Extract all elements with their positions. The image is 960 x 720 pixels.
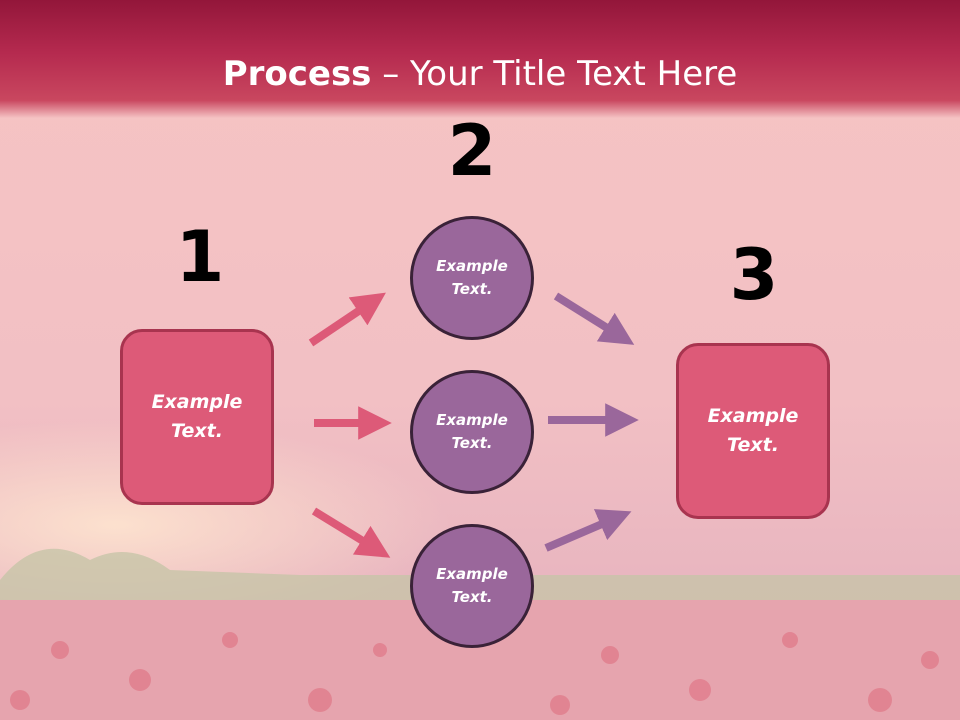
- circle-top-line-1: Example: [436, 257, 508, 275]
- step-1-number: 1: [175, 216, 225, 298]
- circle-middle-line-1: Example: [436, 411, 508, 429]
- step-3-box[interactable]: Example Text.: [676, 343, 830, 519]
- step-3-line-2: Text.: [727, 434, 779, 456]
- page-title: Process – Your Title Text Here: [0, 52, 960, 96]
- circle-bottom-line-2: Text.: [451, 588, 493, 606]
- title-band: [0, 0, 960, 118]
- step-3-number: 3: [729, 234, 779, 316]
- arrow-circle-bottom-to-3: [544, 509, 632, 552]
- circle-top-line-2: Text.: [451, 280, 493, 298]
- circle-middle-line-2: Text.: [451, 434, 493, 452]
- circle-bottom[interactable]: Example Text.: [410, 524, 534, 648]
- step-1-box[interactable]: Example Text.: [120, 329, 274, 505]
- step-2-number: 2: [447, 110, 497, 192]
- title-bold: Process: [222, 54, 372, 94]
- arrow-circle-top-to-3: [553, 292, 635, 345]
- step-1-line-2: Text.: [171, 420, 223, 442]
- step-1-line-1: Example: [151, 391, 243, 413]
- title-rest: – Your Title Text Here: [371, 54, 738, 94]
- circle-middle[interactable]: Example Text.: [410, 370, 534, 494]
- circle-bottom-line-1: Example: [436, 565, 508, 583]
- circle-top[interactable]: Example Text.: [410, 216, 534, 340]
- arrow-1-to-circle-top: [308, 292, 386, 347]
- step-3-line-1: Example: [707, 405, 799, 427]
- arrow-1-to-circle-bottom: [311, 507, 391, 558]
